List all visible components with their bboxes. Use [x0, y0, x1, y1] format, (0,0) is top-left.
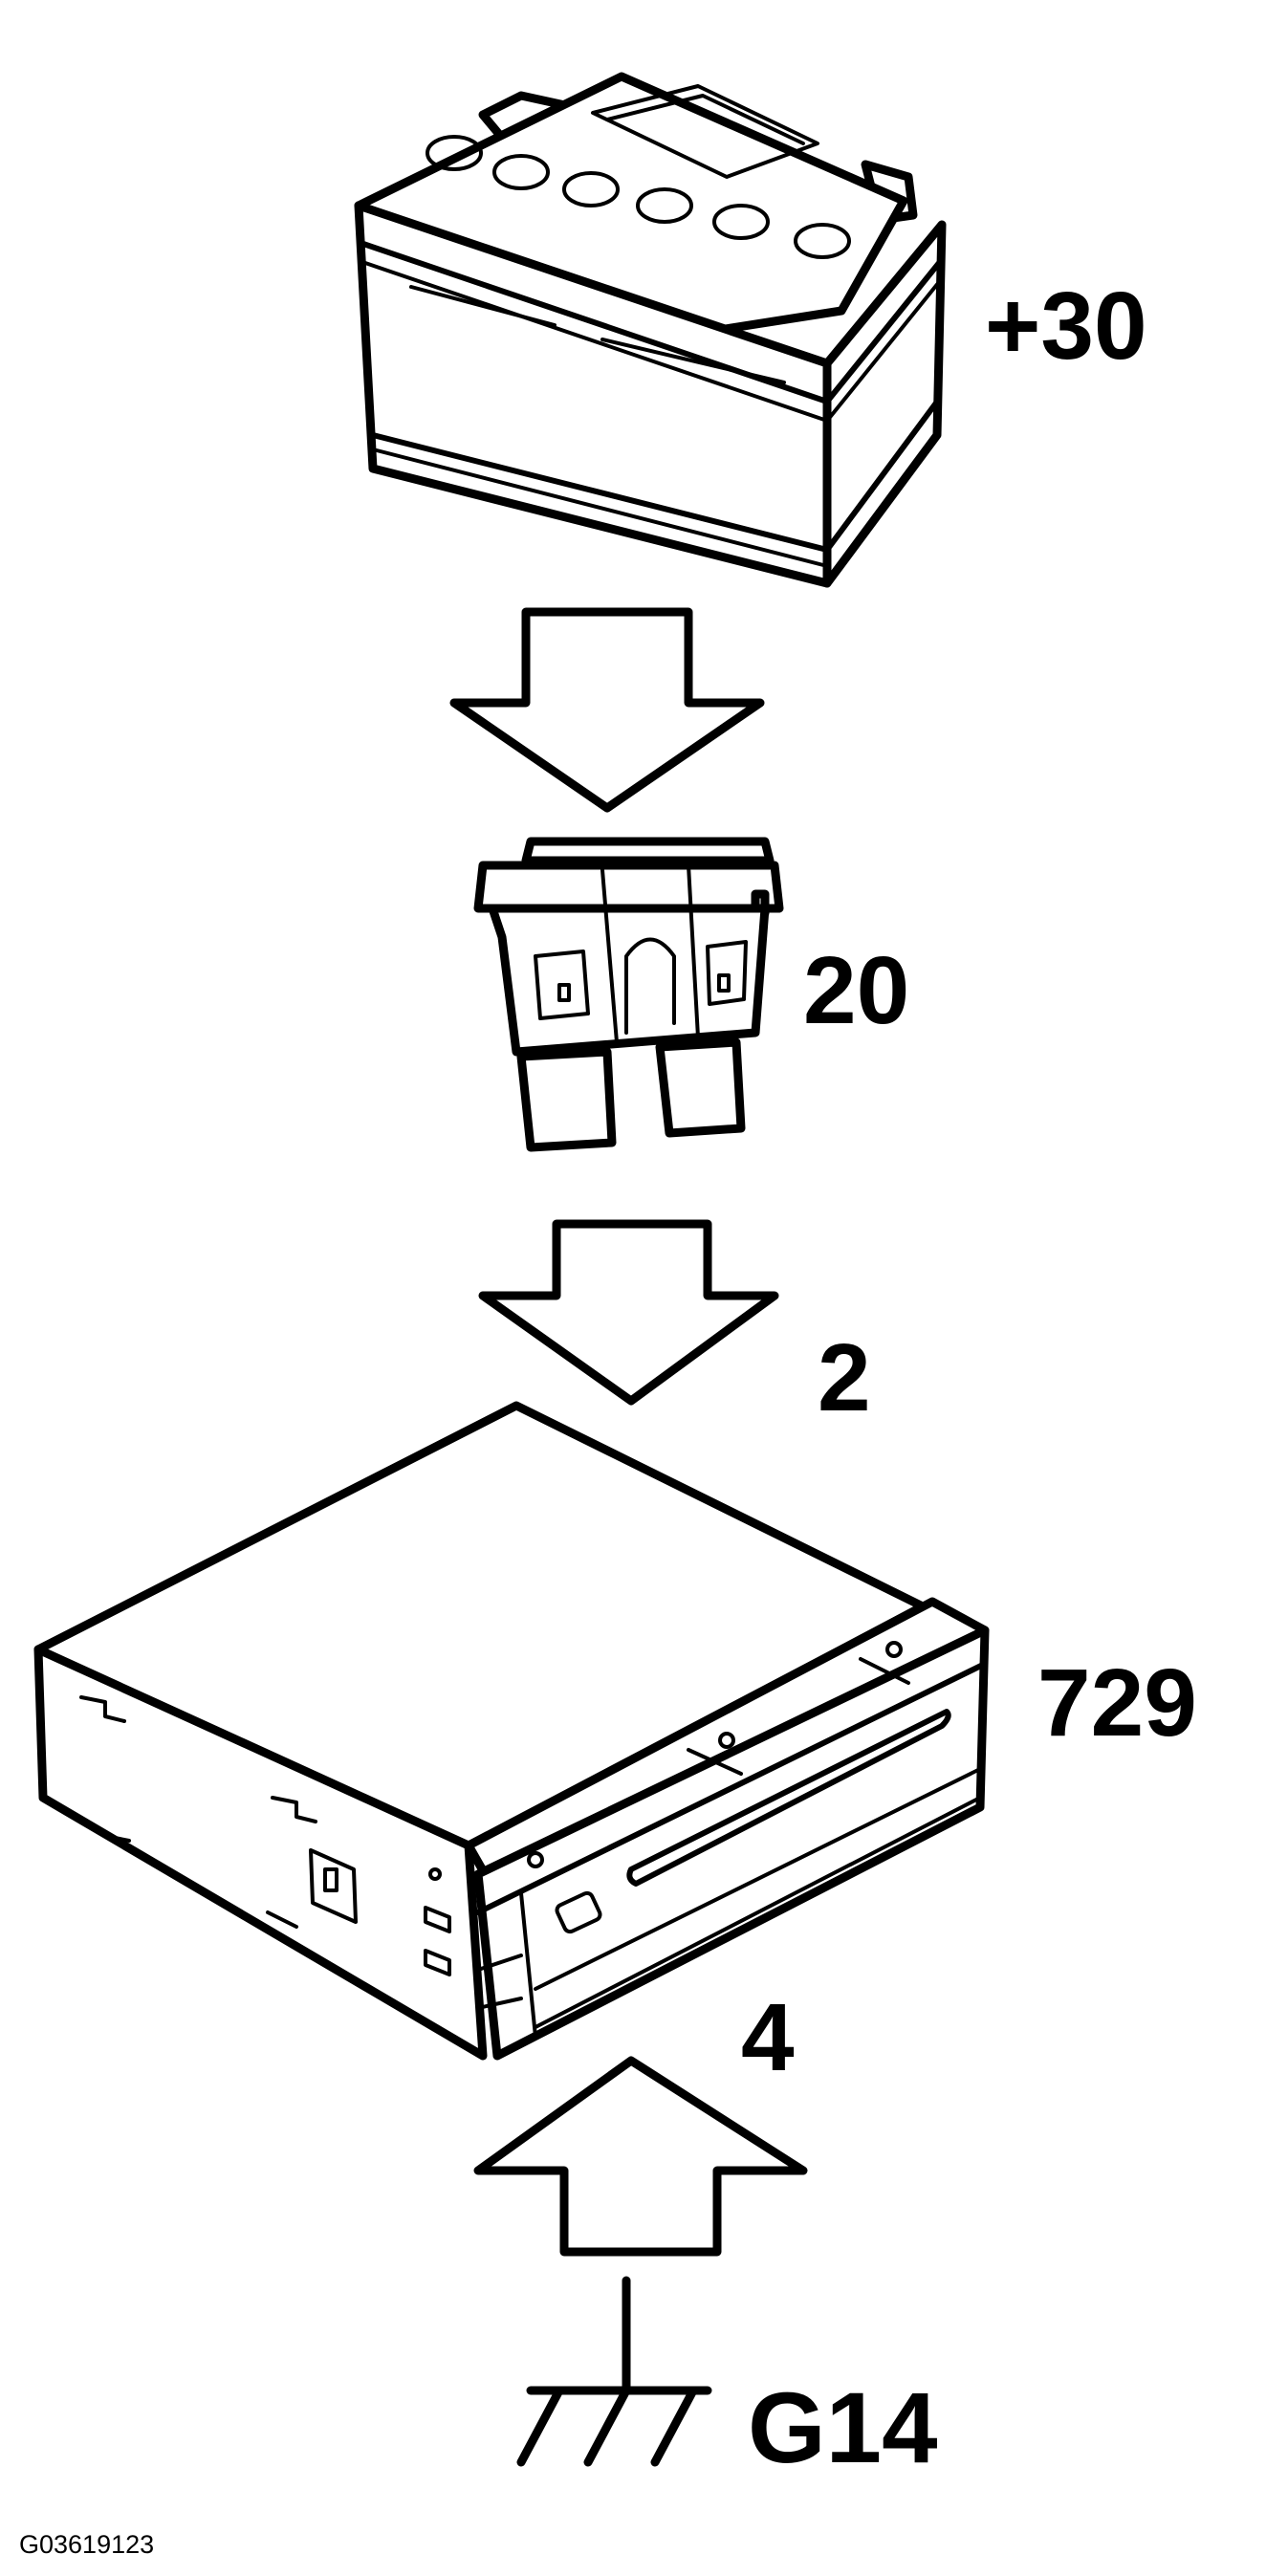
ground-symbol-icon: [516, 2276, 712, 2467]
control-module-icon: [33, 1401, 990, 2061]
battery-terminal-label: +30: [985, 273, 1147, 380]
fuse-icon: [473, 837, 784, 1152]
ground-id-label: G14: [748, 2372, 937, 2484]
battery-icon: [354, 72, 947, 588]
ground-pin-label: 4: [741, 1984, 795, 2091]
module-number-label: 729: [1037, 1649, 1197, 1757]
arrow-up-icon: [473, 2056, 808, 2257]
figure-caption: G03619123: [19, 2530, 154, 2559]
fuse-rating-label: 20: [803, 937, 909, 1044]
arrow-down-icon: [478, 1219, 779, 1406]
connector-pin-label: 2: [818, 1324, 871, 1431]
arrow-down-icon: [449, 607, 765, 813]
